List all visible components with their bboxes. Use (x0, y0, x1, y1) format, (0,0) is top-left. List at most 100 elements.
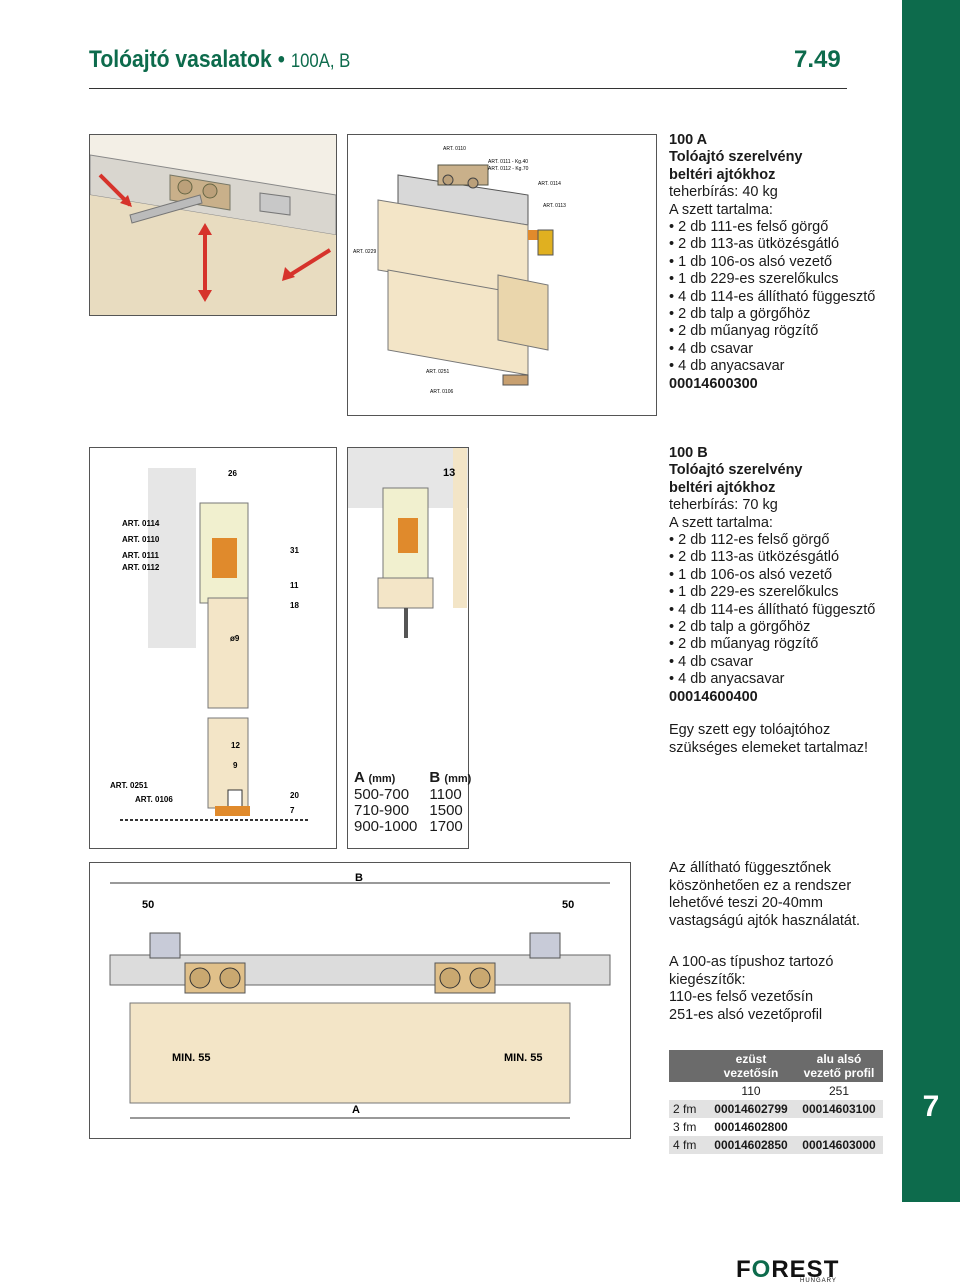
dim-26: 26 (228, 469, 237, 478)
list-item: 4 db csavar (669, 341, 875, 358)
cell-a: 900-1000 (354, 818, 418, 835)
dim-12: 12 (231, 741, 240, 750)
rail-photo (89, 134, 337, 316)
chapter-number: 7 (922, 1090, 940, 1123)
list-item: 2 db műanyag rögzítő (669, 636, 875, 653)
list-item: 2 db 113-as ütközésgátló (669, 549, 875, 566)
label-art-0106: ART. 0106 (430, 389, 453, 395)
cell-a: 710-900 (354, 802, 410, 819)
label-art-0114: ART. 0114 (538, 181, 561, 187)
accessories-line2: kiegészítők: (669, 971, 746, 988)
title-subtitle: 100A, B (290, 51, 351, 72)
dim-header-a: A (mm) (354, 769, 396, 786)
title-text: Tolóajtó vasalatok (89, 46, 272, 73)
cell-length: 4 fm (669, 1136, 707, 1154)
table-row: 900-1000 1700 (354, 819, 483, 835)
title-separator: • (277, 46, 285, 73)
list-item: 4 db 114-es állítható függesztő (669, 289, 875, 306)
label-left-0114: ART. 0114 (122, 519, 160, 528)
dim-18: 18 (290, 601, 299, 610)
list-item: 4 db anyacsavar (669, 671, 875, 688)
logo-subtitle: HUNGARY (800, 1278, 837, 1284)
cell-rail: 00014602850 (707, 1136, 795, 1154)
kit-note-line2: szükséges elemeket tartalmaz! (669, 739, 869, 756)
forest-logo: FOREST (736, 1256, 840, 1283)
ref-cell: 110 (707, 1082, 795, 1100)
table-row: 4 fm 00014602850 00014603000 (669, 1136, 883, 1154)
cell-rail: 00014602800 (707, 1118, 795, 1136)
list-item: 2 db 112-es felső görgő (669, 532, 875, 549)
spec-a-code: 00014600300 (669, 375, 758, 392)
cell-profile: 00014603000 (795, 1136, 883, 1154)
table-row: 3 fm 00014602800 (669, 1118, 883, 1136)
label-left-0251: ART. 0251 (110, 781, 148, 790)
label-left-0112: ART. 0112 (122, 563, 160, 572)
label-art-0229: ART. 0229 (353, 249, 376, 255)
cell-profile: 00014603100 (795, 1100, 883, 1118)
spec-b-title2: beltéri ajtókhoz (669, 479, 776, 496)
spec-b-title1: Tolóajtó szerelvény (669, 462, 803, 479)
label-left-0110: ART. 0110 (122, 535, 160, 544)
label-art-0251: ART. 0251 (426, 369, 449, 375)
spec-a-load: teherbírás: 40 kg (669, 184, 778, 201)
list-item: 4 db 114-es állítható függesztő (669, 602, 875, 619)
adjust-note-line2: köszönhetően ez a rendszer (669, 877, 852, 894)
bottom-diagram: B 50 50 MIN. 55 MIN. 55 A (89, 862, 631, 1139)
header-rule (89, 88, 847, 89)
cell-length: 2 fm (669, 1100, 707, 1118)
dim-b: B (355, 872, 363, 884)
table-row: 110 251 (669, 1082, 883, 1100)
section-diagram-right: 13 (347, 447, 469, 849)
dim-header-b: B (mm) (429, 769, 472, 786)
list-item: 2 db 113-as ütközésgátló (669, 236, 875, 253)
dim-9: 9 (233, 761, 238, 770)
cell-a: 500-700 (354, 786, 410, 803)
dim-a: A (352, 1104, 360, 1116)
cell-b: 1100 (429, 786, 462, 803)
cell-profile (795, 1118, 883, 1136)
spec-a-contents: A szett tartalma: (669, 201, 773, 218)
dim-7: 7 (290, 806, 295, 815)
dim-left-50: 50 (142, 899, 154, 911)
dim-min-right: MIN. 55 (504, 1052, 543, 1064)
adjust-note: Az állítható függesztőnek köszönhetően e… (669, 860, 860, 930)
label-art-0112: ART. 0112 - Kg.70 (488, 166, 529, 172)
kit-note-line1: Egy szett egy tolóajtóhoz (669, 722, 831, 738)
list-item: 2 db 111-es felső görgő (669, 219, 875, 236)
list-item: 1 db 106-os alsó vezető (669, 567, 875, 584)
cell-length: 3 fm (669, 1118, 707, 1136)
label-art-0110: ART. 0110 (443, 146, 466, 152)
list-item: 4 db anyacsavar (669, 358, 875, 375)
adjust-note-line4: vastagságú ajtók használatát. (669, 912, 861, 929)
list-item: 110-es felső vezetősín (669, 989, 814, 1005)
spec-b-name: 100 B (669, 445, 708, 461)
list-item: 251-es alsó vezetőprofil (669, 1006, 823, 1023)
spec-a-title1: Tolóajtó szerelvény (669, 149, 803, 166)
dim-11: 11 (290, 581, 299, 590)
ref-cell: 251 (795, 1082, 883, 1100)
spec-100a: 100 A Tolóajtó szerelvény beltéri ajtókh… (669, 132, 875, 393)
label-left-0106: ART. 0106 (135, 795, 173, 804)
side-band (902, 0, 960, 1202)
adjust-note-line3: lehetővé teszi 20-40mm (669, 895, 823, 911)
ref-cell (669, 1082, 707, 1100)
cell-rail: 00014602799 (707, 1100, 795, 1118)
dim-20: 20 (290, 791, 299, 800)
label-left-0111: ART. 0111 (122, 551, 159, 560)
list-item: 2 db talp a görgőhöz (669, 619, 875, 636)
dim-right-50: 50 (562, 899, 574, 911)
spec-100b: 100 B Tolóajtó szerelvény beltéri ajtókh… (669, 445, 875, 706)
spec-b-load: teherbírás: 70 kg (669, 497, 778, 514)
table-row: 500-700 1100 (354, 787, 483, 803)
dim-min-left: MIN. 55 (172, 1052, 211, 1064)
list-item: 1 db 229-es szerelőkulcs (669, 584, 875, 601)
acc-header-length (669, 1050, 707, 1082)
spec-a-title2: beltéri ajtókhoz (669, 166, 776, 183)
page-title: Tolóajtó vasalatok • 100A, B (89, 46, 350, 74)
cell-b: 1700 (429, 818, 463, 835)
